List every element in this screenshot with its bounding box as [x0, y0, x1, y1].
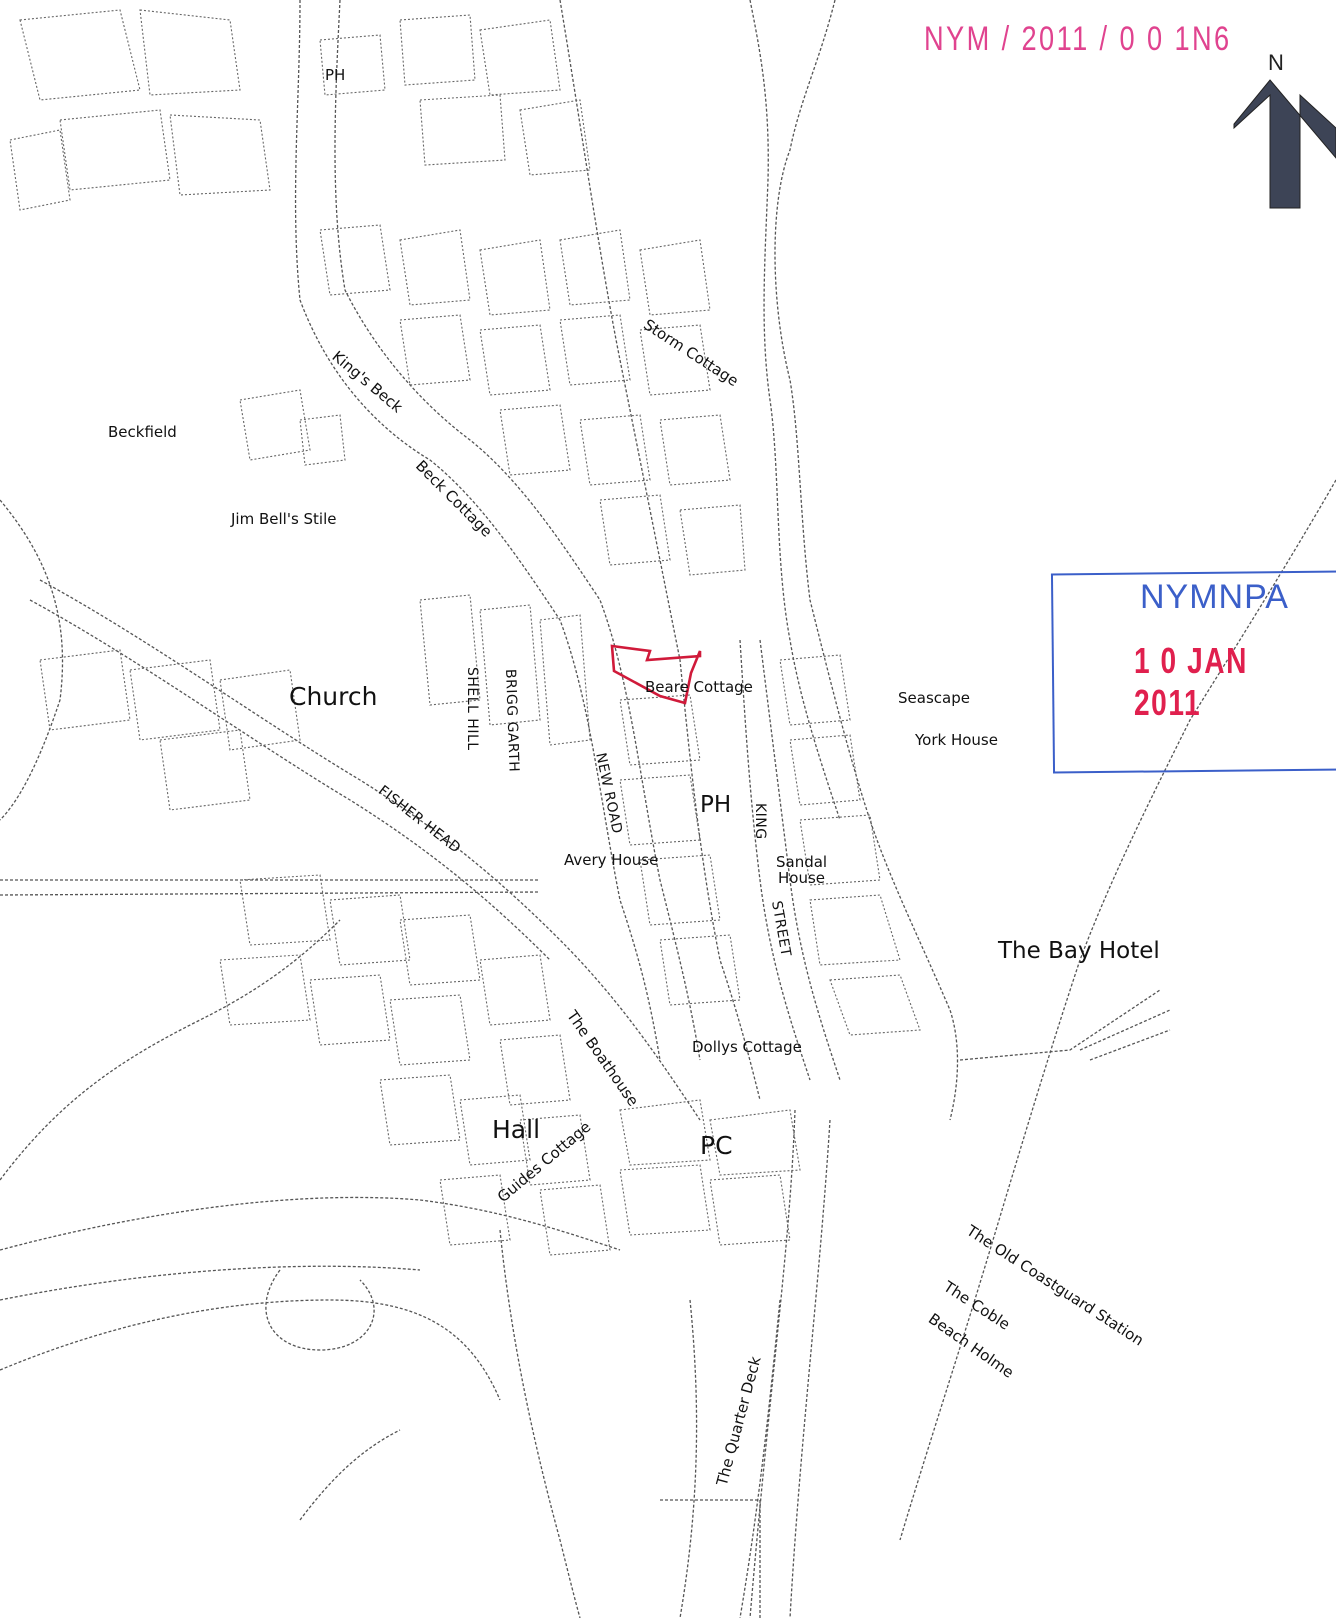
label-king-street-1: KING — [752, 803, 768, 840]
received-stamp-date: 1 0 JAN 2011 — [1134, 640, 1248, 723]
label-ph-middle: PH — [700, 792, 732, 818]
jetty — [959, 989, 1161, 1061]
lane-south-3 — [0, 1299, 501, 1401]
quarter-deck-edge — [679, 1299, 698, 1618]
lane-south-2 — [0, 1265, 421, 1301]
label-ph-top: PH — [325, 66, 346, 84]
quarter-deck-edge-2 — [739, 1299, 781, 1618]
slipway-edge — [749, 1109, 796, 1618]
coastline — [774, 0, 959, 1121]
label-hall: Hall — [492, 1115, 541, 1144]
label-sandal-house-1: Sandal — [776, 853, 828, 871]
king-street-edge-2 — [759, 639, 841, 1081]
roundabout — [265, 1269, 375, 1351]
fisher-head-path-2 — [29, 599, 551, 961]
label-jim-bells-stile: Jim Bell's Stile — [231, 510, 337, 528]
received-stamp-organisation: NYMNPA — [1140, 578, 1289, 616]
label-shell-hill: SHELL HILL — [464, 667, 480, 751]
west-cliff — [0, 499, 64, 821]
building-plots — [9, 9, 921, 1256]
king-street-edge — [739, 639, 811, 1081]
new-road-edge — [559, 0, 761, 1101]
label-sandal-house-2: House — [778, 869, 826, 887]
site-boundary — [610, 644, 702, 705]
kings-beck-channel — [294, 0, 661, 1061]
cliff-edge — [749, 0, 841, 821]
jetty-2 — [1079, 1009, 1171, 1061]
label-church: Church — [289, 682, 378, 711]
west-path — [0, 919, 341, 1181]
planning-reference-stamp: NYM / 2011 / 0 0 1N6 — [924, 20, 1232, 58]
lane-south — [0, 1196, 621, 1251]
kings-beck-channel-2 — [334, 0, 701, 1061]
south-path-2 — [299, 1429, 401, 1521]
label-seascape: Seascape — [898, 689, 970, 707]
north-label: N — [1268, 50, 1284, 75]
south-path — [499, 1229, 581, 1618]
label-dollys-cottage: Dollys Cottage — [692, 1038, 802, 1056]
slipway-edge-2 — [789, 1119, 831, 1618]
fisher-head-path — [39, 579, 701, 1121]
label-beckfield: Beckfield — [108, 423, 177, 441]
label-the-bay-hotel: The Bay Hotel — [998, 938, 1160, 964]
label-beare-cottage: Beare Cottage — [645, 678, 753, 696]
label-york-house: York House — [915, 731, 998, 749]
shore-line — [899, 479, 1336, 1541]
label-brigg-garth: BRIGG GARTH — [502, 668, 522, 773]
quarter-deck-pier — [660, 1499, 761, 1618]
north-arrow-icon — [1233, 79, 1336, 209]
road-west-2 — [0, 891, 541, 896]
label-pc: PC — [700, 1131, 733, 1160]
label-avery-house: Avery House — [564, 851, 659, 869]
